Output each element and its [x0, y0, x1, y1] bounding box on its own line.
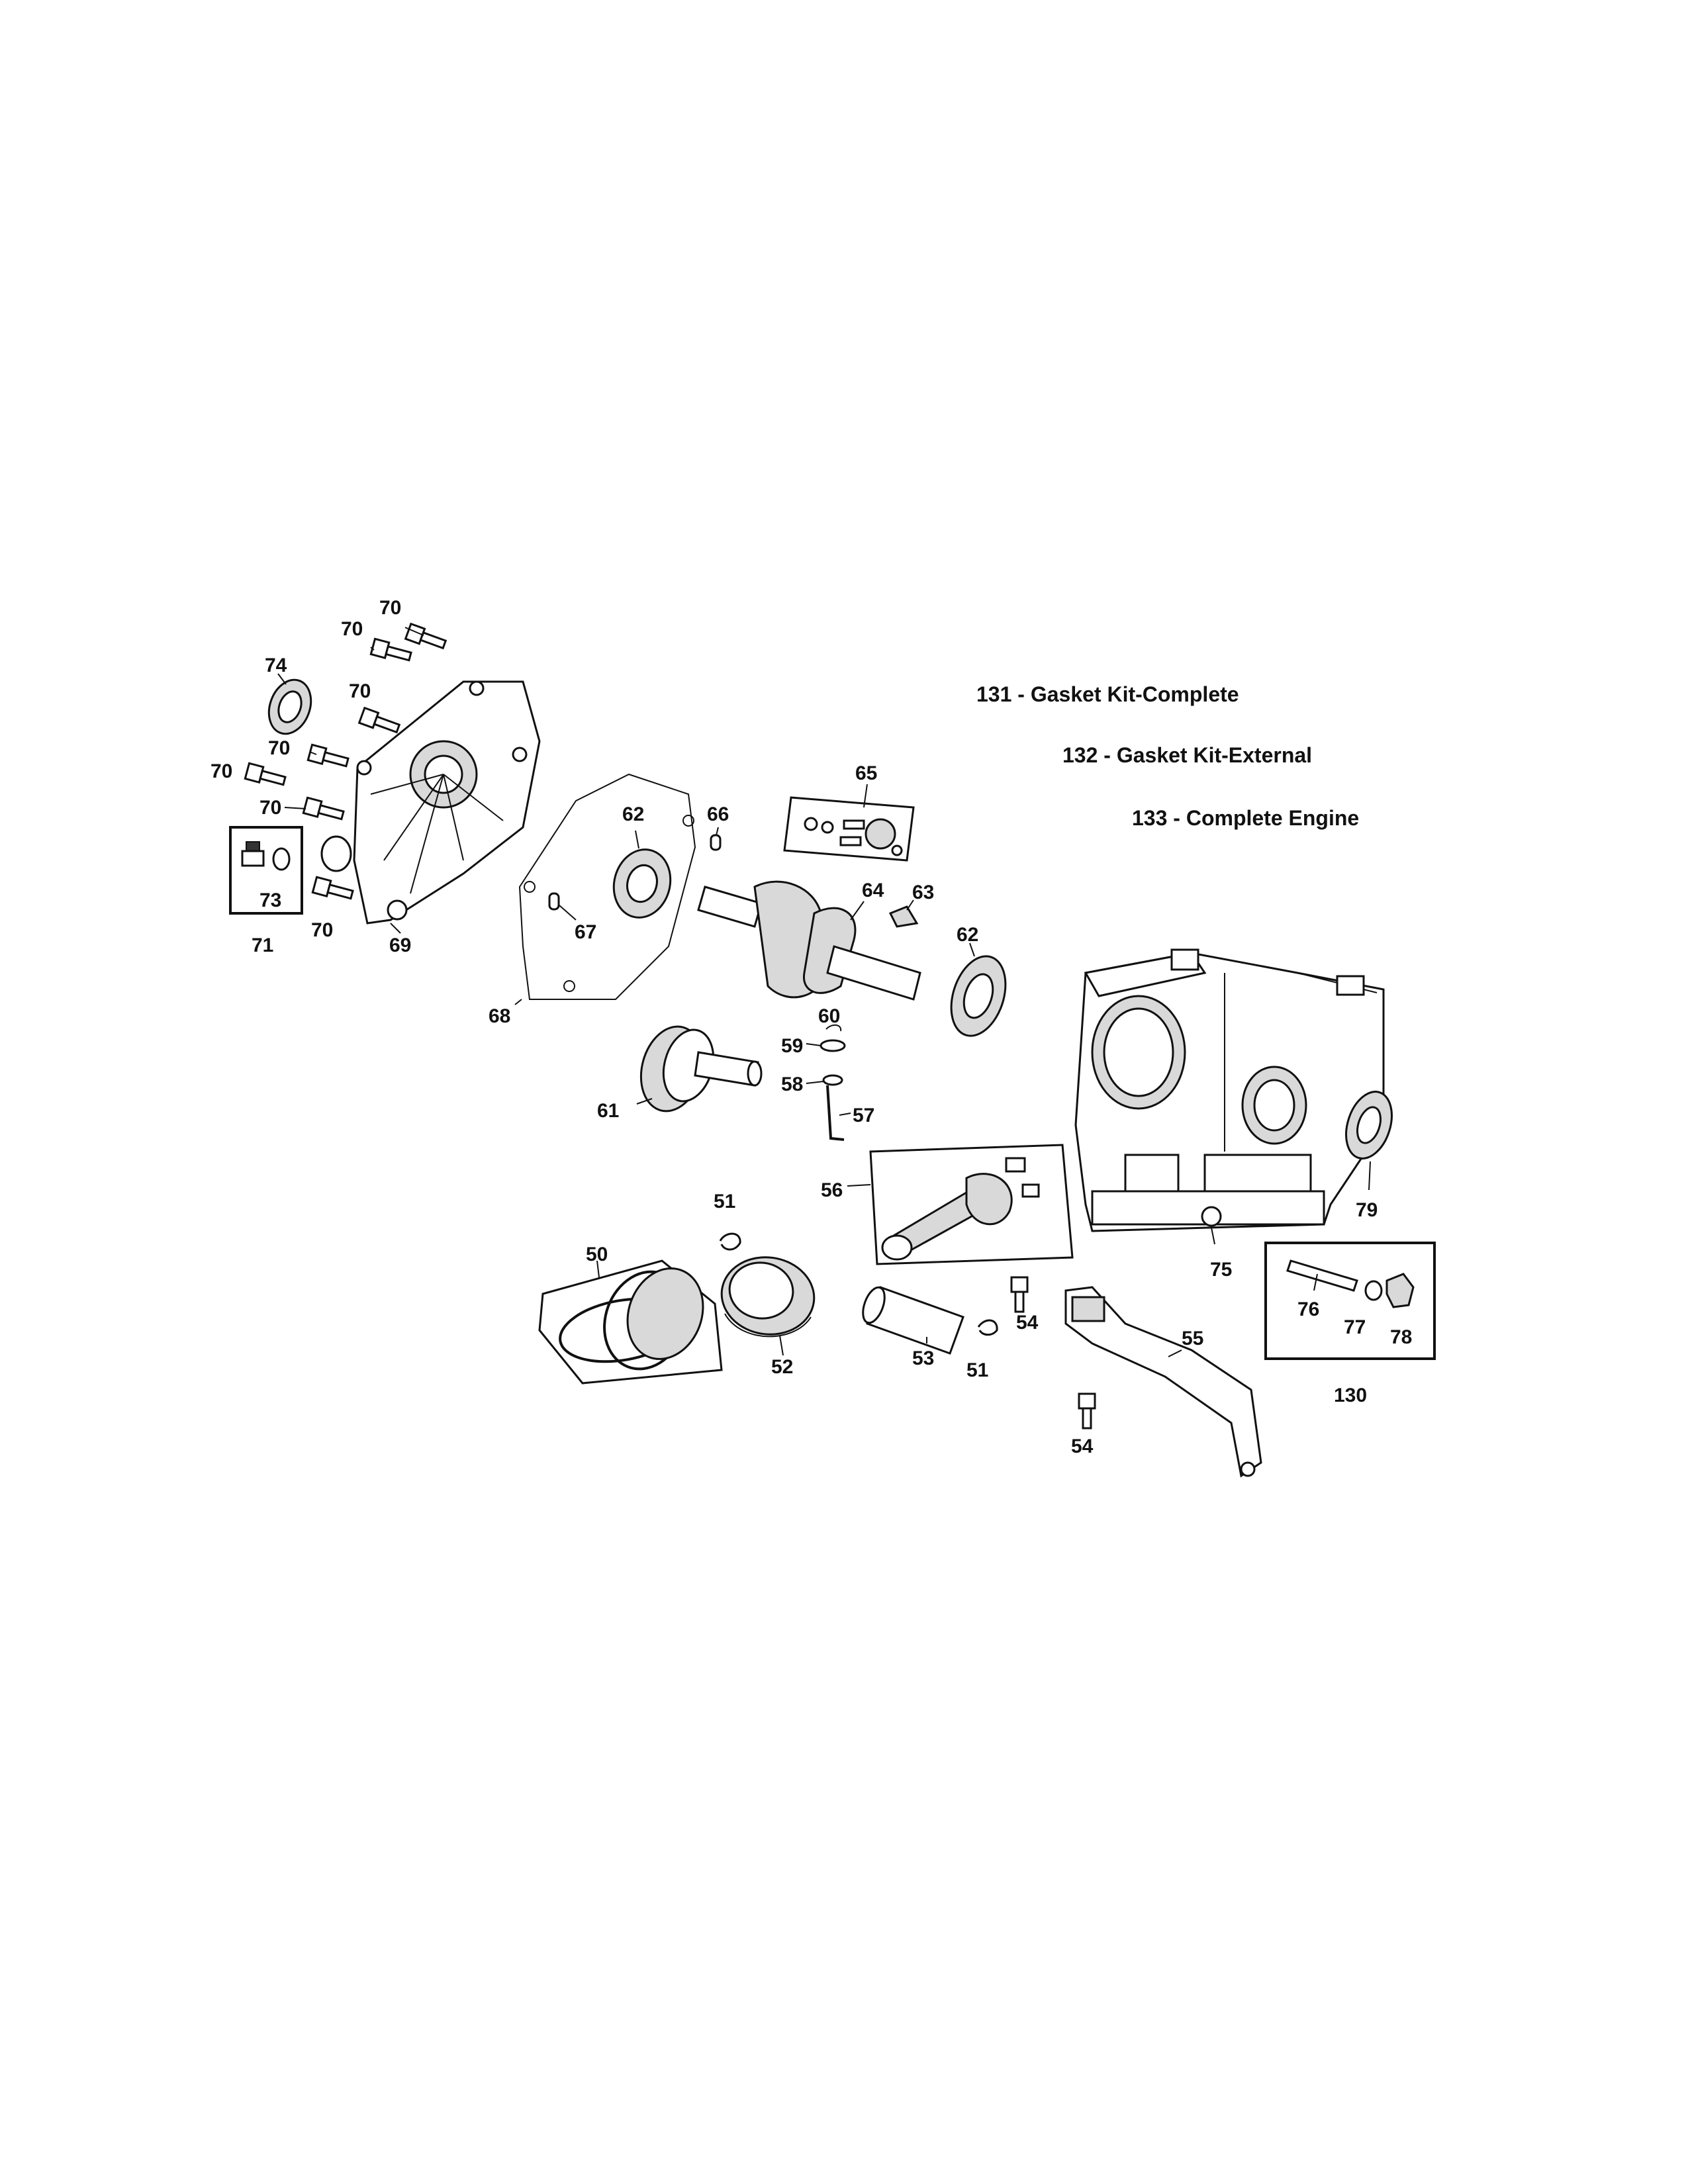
- bracket-55: [1064, 1286, 1262, 1478]
- callout-50: 50: [586, 1244, 608, 1265]
- callout-54: 54: [1016, 1312, 1039, 1334]
- governor-kit-box-65: [783, 796, 915, 862]
- key-63: [888, 905, 919, 928]
- piston-pin-clip-51: [719, 1232, 741, 1251]
- callout-51: 51: [714, 1191, 735, 1212]
- washer-58: [822, 1074, 843, 1086]
- callout-69: 69: [389, 934, 411, 956]
- legend-gasket-kit-external: 132 - Gasket Kit-External: [1062, 743, 1312, 767]
- callout-62: 62: [622, 803, 644, 825]
- callout-58: 58: [781, 1073, 803, 1095]
- governor-shaft-57: [826, 1085, 845, 1141]
- piston-52: [720, 1256, 816, 1338]
- camshaft-61: [639, 1025, 763, 1113]
- legend-complete-engine: 133 - Complete Engine: [1132, 806, 1359, 830]
- callout-79: 79: [1356, 1199, 1378, 1221]
- bolt-70: [357, 706, 401, 734]
- callout-76: 76: [1297, 1298, 1319, 1320]
- gasket-68: [518, 773, 696, 1000]
- callout-70: 70: [268, 737, 290, 759]
- callout-56: 56: [821, 1179, 843, 1201]
- piston-ring-set-50: [538, 1259, 723, 1385]
- oil-seal-74: [267, 678, 312, 735]
- callout-68: 68: [489, 1005, 510, 1027]
- callout-59: 59: [781, 1035, 803, 1057]
- clip-60: [825, 1024, 842, 1032]
- bolt-54: [1078, 1392, 1096, 1430]
- callout-75: 75: [1210, 1259, 1232, 1281]
- callout-60: 60: [818, 1005, 840, 1027]
- washer-73: [272, 847, 291, 871]
- callout-71: 71: [252, 934, 273, 956]
- bolt-70: [404, 622, 447, 650]
- callout-63: 63: [912, 882, 934, 903]
- oil-filler-cap: [320, 835, 352, 872]
- crankshaft-64: [697, 880, 921, 1001]
- callout-51: 51: [966, 1359, 988, 1381]
- drain-plug-kit-box-71: [229, 826, 303, 915]
- piston-pin-53: [862, 1286, 964, 1355]
- callout-67: 67: [575, 921, 596, 943]
- callout-130: 130: [1334, 1385, 1367, 1406]
- dowel-pin-67: [548, 892, 560, 911]
- callout-70: 70: [211, 760, 232, 782]
- bolt-70: [311, 876, 354, 900]
- o-ring-77: [1364, 1280, 1383, 1301]
- callout-78: 78: [1390, 1326, 1412, 1348]
- bolt-70: [306, 743, 350, 768]
- bearing-62: [950, 955, 1007, 1037]
- callout-57: 57: [853, 1105, 874, 1126]
- callout-65: 65: [855, 762, 877, 784]
- callout-74: 74: [265, 655, 287, 676]
- callout-61: 61: [597, 1100, 619, 1122]
- callout-66: 66: [707, 803, 729, 825]
- legend-gasket-kit-complete: 131 - Gasket Kit-Complete: [976, 682, 1239, 706]
- callout-55: 55: [1182, 1328, 1203, 1349]
- callout-52: 52: [771, 1356, 793, 1378]
- callout-77: 77: [1344, 1316, 1366, 1338]
- washer-59: [820, 1039, 846, 1052]
- dipstick-tube-76: [1286, 1259, 1358, 1292]
- drain-plug: [241, 841, 265, 867]
- oil-seal-79: [1345, 1091, 1393, 1160]
- bolt-70-group: [244, 622, 447, 900]
- callout-64: 64: [862, 880, 884, 901]
- callout-70: 70: [379, 597, 401, 619]
- callout-54: 54: [1071, 1435, 1094, 1457]
- bolt-70: [244, 762, 287, 786]
- callout-70: 70: [259, 797, 281, 819]
- callout-70: 70: [311, 919, 333, 941]
- crankcase-block-75: [1074, 948, 1385, 1232]
- callout-70: 70: [349, 680, 371, 702]
- bolt-54: [1010, 1276, 1029, 1313]
- callout-73: 73: [259, 889, 281, 911]
- dowel-pin-66: [710, 834, 722, 851]
- callout-62: 62: [957, 924, 978, 946]
- bearing-62: [612, 848, 672, 919]
- piston-pin-clip-51: [977, 1319, 998, 1336]
- bolt-70: [302, 796, 345, 821]
- callout-70: 70: [341, 618, 363, 640]
- callout-53: 53: [912, 1347, 934, 1369]
- connecting-rod-kit-box-56: [869, 1144, 1074, 1265]
- cap-78: [1385, 1273, 1415, 1308]
- dipstick-kit-box-130: [1264, 1242, 1436, 1360]
- bolt-70: [369, 637, 412, 662]
- crankcase-cover-69: [353, 680, 541, 925]
